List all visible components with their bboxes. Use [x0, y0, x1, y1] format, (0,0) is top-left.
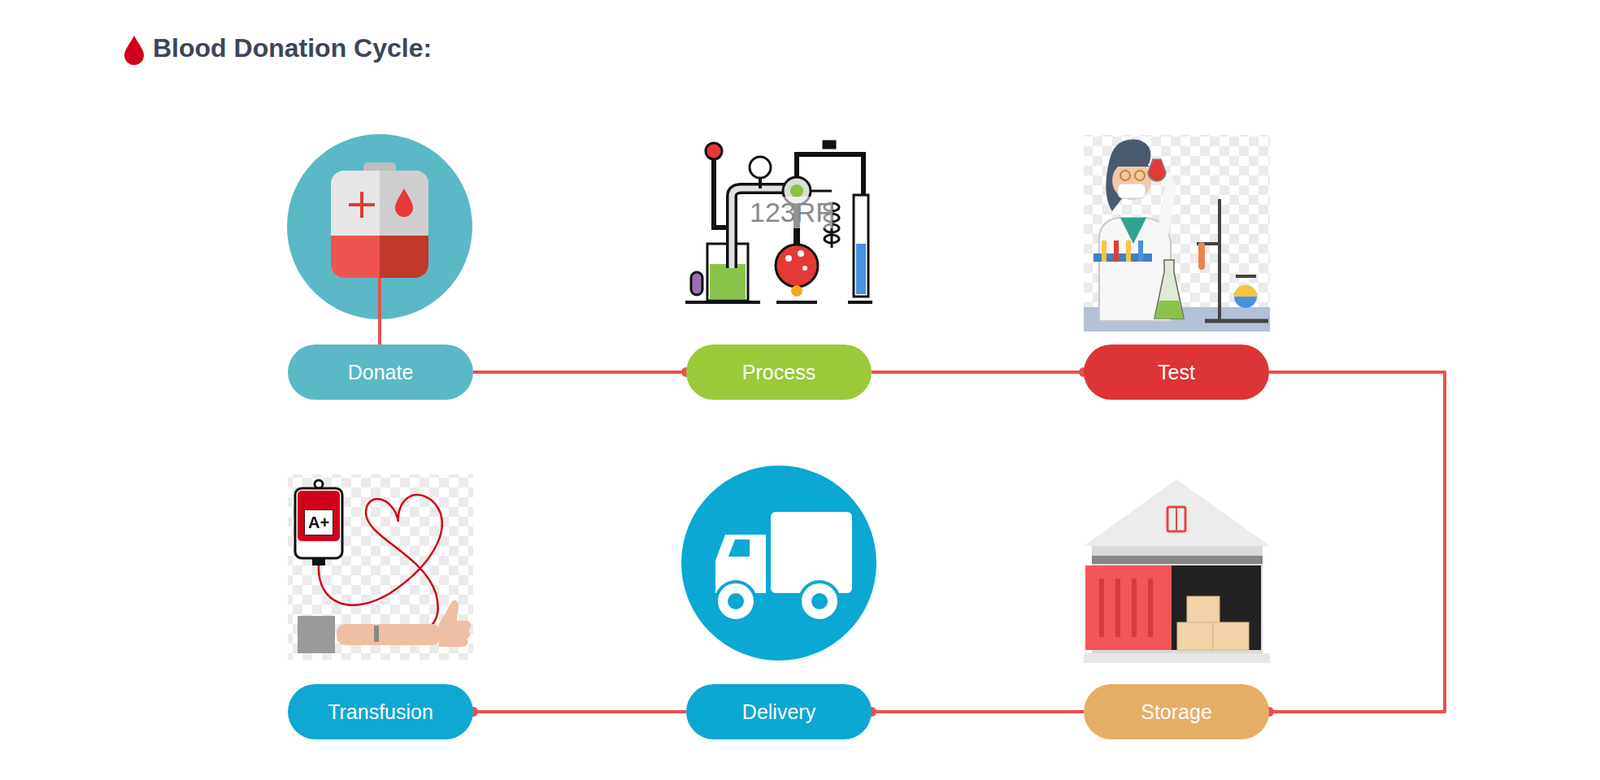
scientist-illustration: [1083, 134, 1270, 332]
step-label: Transfusion: [327, 700, 434, 725]
connector: [1264, 372, 1445, 718]
step-label: Test: [1157, 360, 1196, 385]
step-label: Delivery: [742, 700, 816, 725]
lab-apparatus: [685, 140, 873, 303]
connector-line: [473, 710, 687, 714]
step-label: Process: [742, 360, 816, 385]
truck-icon: [681, 465, 877, 661]
connector: [473, 367, 692, 378]
diagram-title: Blood Donation Cycle:: [152, 33, 432, 64]
connector: [468, 707, 687, 718]
connector: [871, 367, 1089, 378]
blood-bag-icon: [286, 134, 473, 345]
step-label: Donate: [347, 360, 414, 385]
connector-line: [871, 710, 1084, 714]
connector-line: [871, 370, 1084, 374]
transfusion-illustration: [287, 474, 474, 661]
blood-drop-icon: [124, 35, 144, 66]
step-pill: Test: [1083, 344, 1270, 400]
connector: [866, 707, 1084, 718]
step-pill: Storage: [1083, 684, 1270, 740]
step-pill: Process: [686, 344, 872, 400]
step-pill: Donate: [287, 344, 474, 400]
blood-type: A+: [304, 510, 333, 535]
warehouse-icon: [1083, 479, 1270, 664]
connector-line: [1269, 372, 1445, 713]
watermark: 123RF: [749, 196, 833, 229]
step-pill: Delivery: [686, 684, 872, 740]
step-pill: Transfusion: [287, 684, 474, 740]
step-label: Storage: [1140, 700, 1213, 725]
connector-line: [473, 370, 687, 374]
